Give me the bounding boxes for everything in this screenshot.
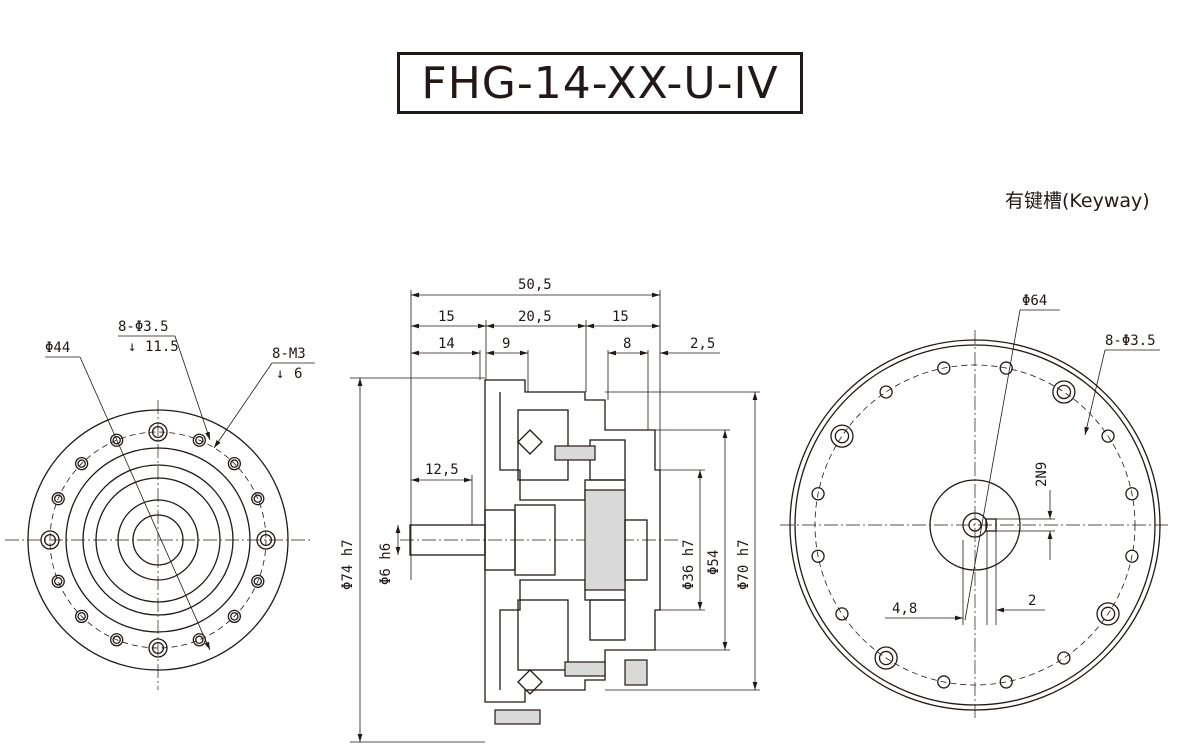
mount-hole	[937, 361, 951, 375]
thread-hole	[253, 577, 263, 586]
mount-hole	[1101, 429, 1115, 443]
left-outer-diameter: Φ44	[45, 340, 70, 356]
bolt-hole	[834, 428, 850, 444]
thread-hole	[51, 492, 65, 506]
dia-54: Φ54	[706, 550, 722, 575]
thread-hole	[195, 635, 204, 645]
thread-hole	[74, 456, 89, 471]
bolt-hole	[148, 638, 168, 658]
thread-hole	[53, 577, 63, 586]
depth-icon: ↓	[128, 339, 136, 355]
thread-hole	[227, 456, 242, 471]
thread-hole	[251, 492, 265, 506]
mount-hole	[811, 549, 825, 563]
mount-hole	[1125, 549, 1139, 563]
bolt-hole	[43, 533, 57, 547]
bolt-hole	[151, 641, 165, 655]
model-title: FHG-14-XX-U-IV	[397, 52, 803, 114]
dim-4-8: 4,8	[892, 601, 917, 617]
thread-hole	[230, 612, 239, 621]
left-holes-label: 8-Φ3.5	[118, 319, 169, 335]
keyway-label: 有键槽(Keyway)	[1005, 190, 1150, 212]
right-holes-label: 8-Φ3.5	[1105, 333, 1156, 349]
mount-hole	[999, 361, 1013, 375]
dim-9: 9	[502, 336, 510, 352]
thread-hole	[227, 609, 242, 624]
dim-segment-3: 15	[612, 309, 629, 325]
bolt-hole	[256, 530, 276, 550]
mount-hole	[835, 607, 849, 621]
mount-hole	[1125, 487, 1139, 501]
dia-6: Φ6 h6	[378, 543, 394, 585]
mount-hole	[937, 675, 951, 689]
bolt-hole	[40, 530, 60, 550]
bolt-hole	[874, 646, 898, 670]
thread-hole	[192, 433, 206, 447]
thread-hole	[77, 612, 86, 621]
thread-hole	[74, 609, 89, 624]
bolt-hole	[148, 422, 168, 442]
dia-36: Φ36 h7	[681, 539, 697, 590]
left-holes-depth: 11.5	[145, 339, 179, 355]
left-thread-depth: 6	[294, 366, 302, 382]
bolt-hole	[878, 650, 894, 666]
thread-hole	[112, 435, 121, 445]
bolt-hole	[1056, 384, 1072, 400]
dim-14: 14	[438, 336, 455, 352]
thread-hole	[51, 574, 65, 588]
bolt-hole	[151, 425, 165, 439]
depth-icon: ↓	[276, 366, 284, 382]
bolt-hole	[259, 533, 273, 547]
thread-hole	[253, 494, 263, 503]
dim-segment-1: 15	[438, 309, 455, 325]
thread-hole	[53, 494, 63, 503]
mount-hole	[1057, 651, 1071, 665]
front-view-output: Φ64 8-Φ3.5 2N9 4,8 2	[780, 293, 1170, 720]
thread-hole	[110, 433, 124, 447]
bolt-hole	[1096, 602, 1120, 626]
thread-hole	[230, 459, 239, 468]
thread-hole	[195, 435, 204, 445]
dia-70: Φ70 h7	[736, 539, 752, 590]
bolt-hole	[830, 424, 854, 448]
front-view-input: Φ44 8-Φ3.5 ↓ 11.5 8-M3 ↓ 6	[5, 319, 315, 690]
dia-74: Φ74 h7	[340, 539, 356, 590]
side-section-view: 50,5 15 20,5 15 14 9 8 2,5 12,5 Φ74 h7 Φ…	[340, 277, 760, 743]
right-outer-diameter: Φ64	[1022, 293, 1047, 309]
dim-overall-length: 50,5	[518, 277, 552, 293]
thread-hole	[251, 574, 265, 588]
mount-hole	[811, 487, 825, 501]
left-thread-label: 8-M3	[272, 346, 306, 362]
dim-12-5: 12,5	[425, 462, 459, 478]
thread-hole	[110, 633, 124, 647]
keyway-width: 2N9	[1034, 462, 1050, 487]
mount-hole	[999, 675, 1013, 689]
thread-hole	[112, 635, 121, 645]
mount-hole	[879, 385, 893, 399]
dim-8: 8	[623, 336, 631, 352]
dim-2-5: 2,5	[690, 336, 715, 352]
bolt-hole	[1052, 380, 1076, 404]
dim-segment-2: 20,5	[518, 309, 552, 325]
bolt-hole	[1100, 606, 1116, 622]
thread-hole	[77, 459, 86, 468]
dim-2: 2	[1028, 593, 1036, 609]
